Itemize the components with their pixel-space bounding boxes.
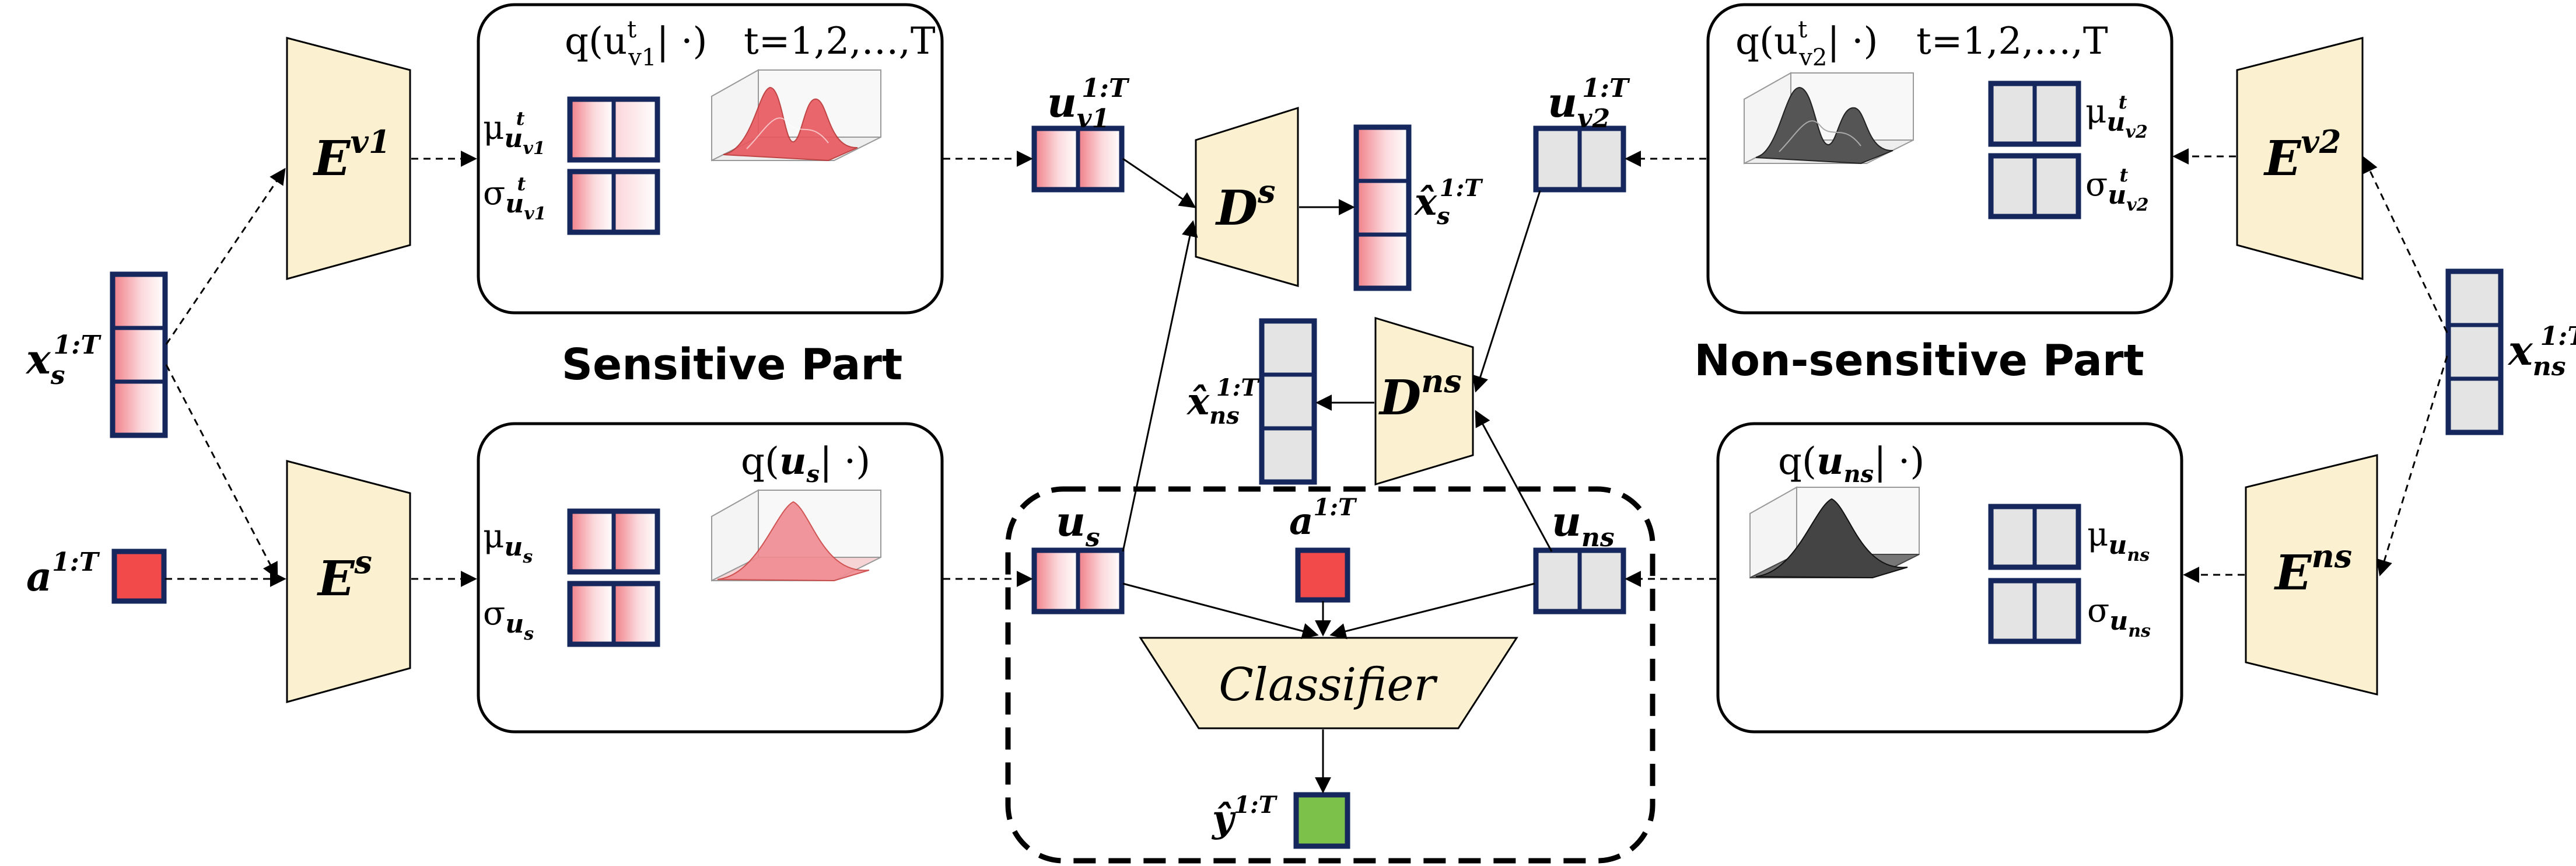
xs-hat-vector bbox=[1353, 124, 1412, 291]
classifier-label: Classifier bbox=[1219, 659, 1438, 711]
panel-ns: q(uns| ·) μuns σuns bbox=[1716, 422, 2183, 734]
xns-hat-vector bbox=[1259, 318, 1317, 485]
arrow-uv2-to-dns bbox=[1472, 190, 1541, 393]
y-hat-label: ŷ1:T bbox=[1211, 791, 1278, 841]
arrow-us-to-ds bbox=[1122, 220, 1198, 552]
a-inside-cell bbox=[1295, 547, 1350, 603]
gaussian-surface-icon bbox=[1744, 72, 1914, 165]
arrow-us-to-classifier bbox=[1122, 582, 1319, 640]
xs-vector bbox=[110, 271, 168, 438]
xns-hat-label: x̂ns1:T bbox=[1186, 374, 1260, 429]
uns-label: uns bbox=[1552, 497, 1615, 553]
arrow-uv1-to-ds bbox=[1122, 158, 1196, 208]
xs-hat-label: x̂s1:T bbox=[1413, 174, 1483, 230]
panel-ns-mu-label: μuns bbox=[2087, 516, 2150, 565]
encoder-ev2: Ev2 bbox=[2236, 37, 2364, 280]
arrow-xns-to-ens bbox=[2376, 355, 2448, 577]
a-label: a1:T bbox=[26, 547, 100, 600]
decoder-dns: Dns bbox=[1374, 316, 1474, 486]
arrow-uns-to-dns bbox=[1475, 410, 1553, 552]
panel-v1-time-range: t=1,2,…,T bbox=[744, 20, 936, 63]
xs-label: xs1:T bbox=[25, 330, 102, 390]
panel-v2-sigma-vector bbox=[1988, 153, 2081, 219]
arrow-xs-to-ev1 bbox=[165, 167, 286, 345]
panel-ns-sigma-label: σuns bbox=[2087, 592, 2151, 641]
panel-v1-sigma-vector bbox=[567, 169, 660, 235]
xns-label: xns1:T bbox=[2507, 322, 2576, 382]
a-cell bbox=[111, 549, 167, 604]
svg-text:Ens: Ens bbox=[2274, 537, 2352, 601]
panel-ns-sigma-vector bbox=[1988, 578, 2081, 644]
classifier: Classifier bbox=[1139, 637, 1518, 729]
arrow-xs-to-es bbox=[165, 364, 278, 579]
svg-text:Ev2: Ev2 bbox=[2263, 123, 2341, 187]
encoder-es: Es bbox=[286, 460, 411, 703]
uv2-vector bbox=[1533, 125, 1626, 193]
uns-vector bbox=[1533, 547, 1626, 614]
svg-text:Es: Es bbox=[317, 543, 372, 607]
panel-s: q(us| ·) μus σus bbox=[477, 422, 944, 734]
encoder-ens: Ens bbox=[2245, 454, 2378, 696]
arrow-uns-to-classifier bbox=[1329, 582, 1535, 640]
panel-s-mu-label: μus bbox=[483, 518, 533, 567]
decoder-ds: Ds bbox=[1195, 106, 1299, 287]
arrows bbox=[165, 148, 2448, 794]
panel-s-sigma-label: σus bbox=[483, 595, 534, 644]
svg-text:Ev1: Ev1 bbox=[313, 123, 390, 187]
panel-v2-mu-vector bbox=[1988, 81, 2081, 147]
arrow-xns-to-ev2 bbox=[2362, 156, 2448, 333]
panel-s-title: q(us| ·) bbox=[741, 439, 870, 488]
us-vector bbox=[1031, 547, 1125, 614]
gaussian-surface-icon bbox=[711, 69, 881, 162]
nonsensitive-part-label: Non-sensitive Part bbox=[1694, 336, 2144, 386]
uv1-vector bbox=[1031, 125, 1125, 193]
gaussian-surface-icon bbox=[1749, 486, 1920, 579]
panel-v1-title: q(u bbox=[565, 20, 627, 63]
a-inside-label: a1:T bbox=[1289, 494, 1357, 543]
encoder-ev1: Ev1 bbox=[286, 37, 411, 280]
classifier-region bbox=[1005, 486, 1656, 864]
panel-v1-mu-label: μuv1t bbox=[483, 107, 545, 159]
y-hat-cell bbox=[1293, 792, 1350, 849]
svg-text:Dns: Dns bbox=[1378, 362, 1462, 426]
sensitive-part-label: Sensitive Part bbox=[562, 340, 903, 390]
panel-ns-mu-vector bbox=[1988, 504, 2081, 570]
panel-s-sigma-vector bbox=[567, 581, 660, 647]
xns-vector bbox=[2445, 268, 2504, 435]
panel-v2-time-range: t=1,2,…,T bbox=[1916, 20, 2108, 63]
uv2-label: uv21:T bbox=[1548, 74, 1630, 134]
svg-text:Ds: Ds bbox=[1215, 173, 1276, 236]
panel-ns-title: q(uns| ·) bbox=[1778, 439, 1924, 488]
us-label: us bbox=[1056, 497, 1100, 553]
panel-v1-sigma-label: σuv1t bbox=[483, 173, 547, 224]
gaussian-surface-icon bbox=[711, 489, 881, 582]
panel-s-mu-vector bbox=[567, 508, 660, 575]
panel-v2-sigma-label: σuv2t bbox=[2085, 164, 2149, 215]
panel-v2-mu-label: μuv2t bbox=[2085, 91, 2148, 142]
panel-v1-mu-vector bbox=[567, 96, 660, 163]
uv1-label: uv11:T bbox=[1047, 74, 1130, 134]
